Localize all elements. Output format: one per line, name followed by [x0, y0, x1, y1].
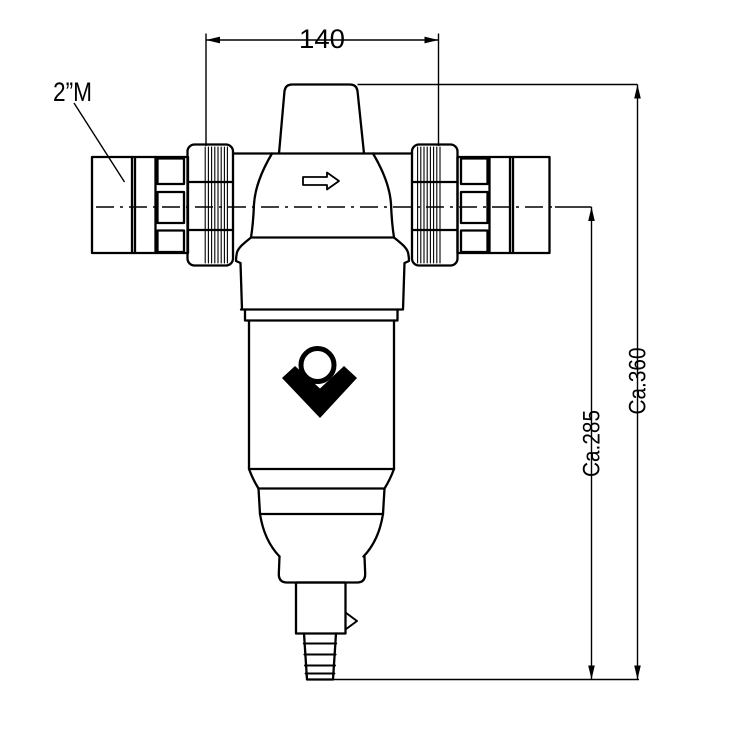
arrowhead-up-icon [588, 207, 595, 221]
dimension-lines [73, 33, 641, 681]
brand-logo-icon [282, 346, 357, 418]
bowl-flange [243, 308, 399, 322]
union-nut-left [186, 143, 235, 267]
dimension-height-285-value: Ca.285 [579, 410, 606, 477]
union-nut-right [410, 143, 459, 267]
thread-hatch-left [204, 146, 228, 264]
valve-handle-triangle-icon [344, 611, 358, 631]
dimension-height-360 [634, 84, 641, 680]
arrowhead-right-icon [424, 36, 439, 44]
leader-line-connection [73, 102, 126, 183]
dimension-width-140 [205, 33, 440, 146]
filter-head [231, 152, 414, 311]
filter-device-outline [90, 83, 551, 681]
arrowhead-down-icon [634, 665, 641, 680]
arrowhead-down-icon [588, 665, 595, 680]
arrowhead-left-icon [206, 36, 220, 44]
connection-size-label: 2”M [53, 77, 92, 107]
thread-hatch-right [417, 146, 441, 264]
drain-valve [294, 581, 358, 635]
arrowhead-up-icon [634, 84, 641, 99]
flow-direction-arrow-icon [302, 171, 340, 191]
pipe-connection-left [90, 155, 190, 255]
pipe-connection-right [456, 155, 551, 255]
dimension-height-285 [588, 207, 595, 680]
dimension-height-360-value: Ca.360 [625, 348, 652, 415]
dimension-width-value: 140 [299, 24, 345, 54]
filter-bowl [247, 319, 396, 584]
hose-barb [302, 632, 338, 681]
filter-cap [277, 83, 366, 155]
